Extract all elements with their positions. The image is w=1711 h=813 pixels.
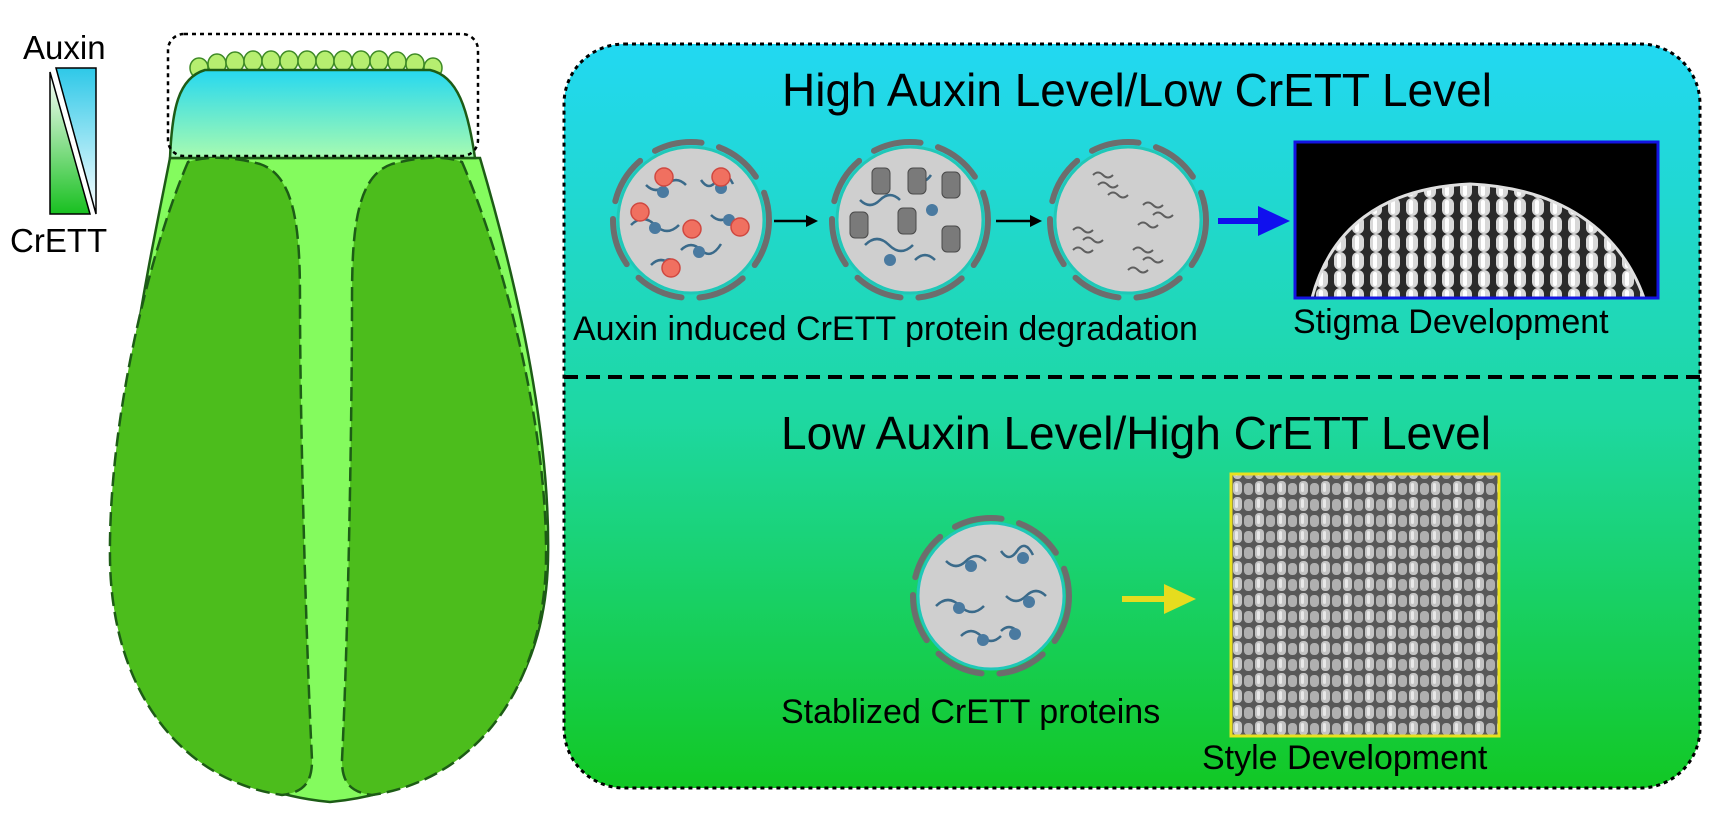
yellow-arrow-icon (1122, 584, 1196, 614)
stigma-sem-image (1293, 140, 1660, 300)
arrow-icon (774, 215, 818, 227)
stigma-cap (168, 68, 477, 160)
nucleus-degrading (829, 139, 991, 301)
nucleus-degraded (1047, 139, 1209, 301)
gradient-legend (49, 67, 97, 215)
arrow-icon (996, 215, 1042, 227)
degradation-caption: Auxin induced CrETT protein degradation (573, 310, 1198, 348)
high-auxin-title: High Auxin Level/Low CrETT Level (782, 64, 1492, 116)
sem-micrograph-icon (1231, 474, 1499, 736)
auxin-gradient-wedge (55, 67, 97, 215)
auxin-ball-icon (630, 167, 750, 278)
crett-gradient-wedge (49, 71, 91, 215)
crett-legend-label: CrETT (10, 222, 108, 259)
proteasome-icon (849, 167, 961, 253)
blue-arrow-icon (1218, 206, 1290, 236)
left-valve (108, 156, 314, 797)
stigma-highlight-box (166, 32, 480, 158)
nucleus-icon (1047, 139, 1209, 301)
style-development-caption: Style Development (1202, 739, 1488, 777)
peptide-fragments-icon (1072, 171, 1174, 274)
stabilized-caption: Stablized CrETT proteins (781, 693, 1161, 731)
auxin-legend-label: Auxin (23, 29, 106, 66)
nucleus-with-auxin (610, 139, 772, 301)
nucleus-stabilized (910, 515, 1072, 677)
low-auxin-title: Low Auxin Level/High CrETT Level (781, 407, 1491, 459)
gynoecium-diagram (108, 32, 550, 804)
stigma-development-caption: Stigma Development (1293, 303, 1609, 341)
style-sem-image (1229, 472, 1501, 738)
right-valve (340, 156, 548, 797)
crett-protein-icon (935, 544, 1047, 643)
